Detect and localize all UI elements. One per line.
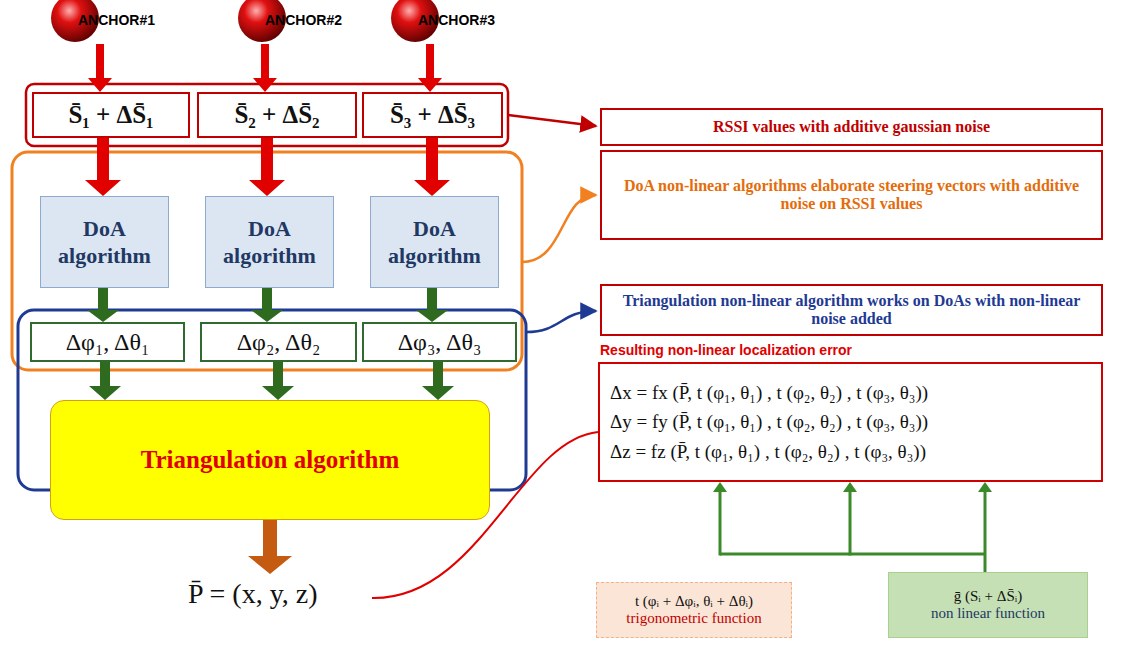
- callout-box: Triangulation non-linear algorithm works…: [600, 284, 1103, 336]
- flow-arrow: [253, 44, 277, 92]
- node-text: S̄₂ + ΔS̄₂: [234, 101, 319, 129]
- node-text: Δy = fy (P̄, t (φ₁, θ₁) , t (φ₂, θ₂) , t…: [610, 407, 928, 436]
- node-text: Δφ₃, Δθ₃: [398, 329, 482, 356]
- rssi-band: [26, 84, 508, 146]
- flow-arrow: [89, 362, 121, 400]
- flow-arrow: [418, 44, 442, 92]
- node-text: t (φᵢ + Δφᵢ, θᵢ + Δθᵢ): [635, 593, 753, 610]
- node-text: Triangulation algorithm: [141, 446, 400, 474]
- node-text: ANCHOR#2: [265, 12, 342, 28]
- triangulation-box: Triangulation algorithm: [50, 400, 490, 520]
- output-arrow: [248, 520, 292, 574]
- flow-arrow: [249, 138, 285, 196]
- leader-arrow: [522, 195, 596, 262]
- doa-result-box: Δφ₂, Δθ₂: [200, 322, 357, 362]
- node-text: Δx = fx (P̄, t (φ₁, θ₁) , t (φ₂, θ₂) , t…: [610, 378, 928, 407]
- flow-arrow: [422, 362, 454, 400]
- leader-arrow: [508, 115, 596, 126]
- node-text: DoA non-linear algorithms elaborate stee…: [612, 177, 1091, 213]
- error-heading: Resulting non-linear localization error: [600, 342, 852, 358]
- node-text: RSSI values with additive gaussian noise: [713, 118, 990, 136]
- callout-box: DoA non-linear algorithms elaborate stee…: [600, 150, 1103, 240]
- node-text: DoA algorithm: [375, 215, 494, 270]
- doa-box: DoA algorithm: [40, 196, 169, 288]
- node-text: ḡ (Sᵢ + ΔS̄ᵢ): [954, 588, 1022, 605]
- error-box: Resulting non-linear localization errorΔ…: [598, 362, 1103, 482]
- flow-arrow: [978, 482, 992, 572]
- rssi-box: S̄₁ + ΔS̄₁: [32, 92, 190, 138]
- node-text: DoA algorithm: [210, 215, 329, 270]
- node-text: non linear function: [931, 605, 1045, 622]
- node-text: DoA algorithm: [45, 215, 164, 270]
- flow-arrow: [414, 138, 450, 196]
- branch-arrow: [843, 482, 857, 556]
- node-text: Δφ₁, Δθ₁: [66, 329, 150, 356]
- callout-box: RSSI values with additive gaussian noise: [600, 108, 1103, 146]
- anchor-node: ANCHOR#3: [390, 0, 520, 44]
- node-text: ANCHOR#1: [78, 12, 155, 28]
- position-label: P̄ = (x, y, z): [188, 578, 318, 610]
- node-text: ANCHOR#3: [418, 12, 495, 28]
- anchor-node: ANCHOR#2: [237, 0, 367, 44]
- node-text: trigonometric function: [626, 610, 761, 627]
- anchor-node: ANCHOR#1: [50, 0, 180, 44]
- rssi-box: S̄₃ + ΔS̄₃: [362, 92, 503, 138]
- leader-arrow: [526, 311, 596, 332]
- flow-arrow: [416, 288, 448, 322]
- node-text: S̄₃ + ΔS̄₃: [390, 101, 475, 129]
- doa-box: DoA algorithm: [205, 196, 334, 288]
- flow-arrow: [85, 138, 121, 196]
- doa-result-box: Δφ₃, Δθ₃: [362, 322, 517, 362]
- node-text: S̄₁ + ΔS̄₁: [68, 101, 153, 129]
- doa-box: DoA algorithm: [370, 196, 499, 288]
- function-box: t (φᵢ + Δφᵢ, θᵢ + Δθᵢ)trigonometric func…: [596, 582, 792, 638]
- rssi-box: S̄₂ + ΔS̄₂: [197, 92, 357, 138]
- branch-arrow: [713, 482, 727, 556]
- doa-result-box: Δφ₁, Δθ₁: [30, 322, 185, 362]
- node-text: Δφ₂, Δθ₂: [237, 329, 321, 356]
- flow-arrow: [251, 288, 283, 322]
- node-text: Triangulation non-linear algorithm works…: [612, 292, 1091, 328]
- function-box: ḡ (Sᵢ + ΔS̄ᵢ)non linear function: [888, 572, 1088, 638]
- flow-arrow: [262, 362, 294, 400]
- flow-arrow: [88, 44, 112, 92]
- flow-arrow: [87, 288, 119, 322]
- branch-line: [720, 553, 985, 556]
- node-text: Δz = fz (P̄, t (φ₁, θ₁) , t (φ₂, θ₂) , t…: [610, 437, 926, 466]
